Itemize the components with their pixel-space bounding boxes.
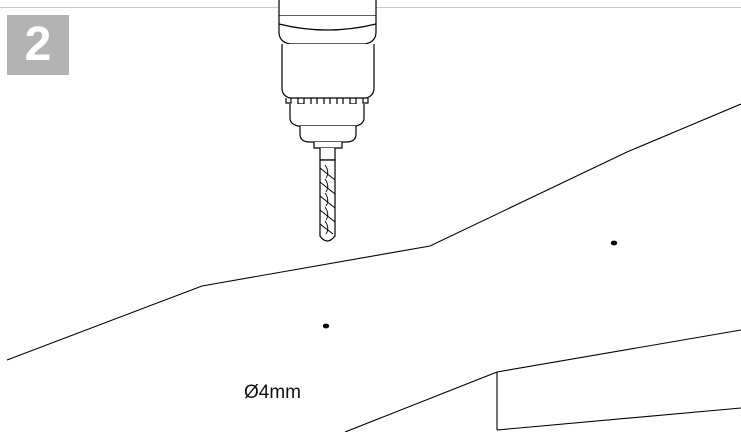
drill-icon: [278, 0, 377, 242]
panel-bottom-edge: [496, 407, 741, 431]
panel-upper-edge: [6, 103, 741, 361]
drill-size-label: Ø4mm: [244, 382, 301, 403]
pilot-hole-mark-left: [322, 323, 330, 329]
panel-lower-edge: [344, 329, 741, 432]
step-number-badge: 2: [7, 15, 69, 75]
pilot-hole-mark-right: [610, 240, 618, 246]
